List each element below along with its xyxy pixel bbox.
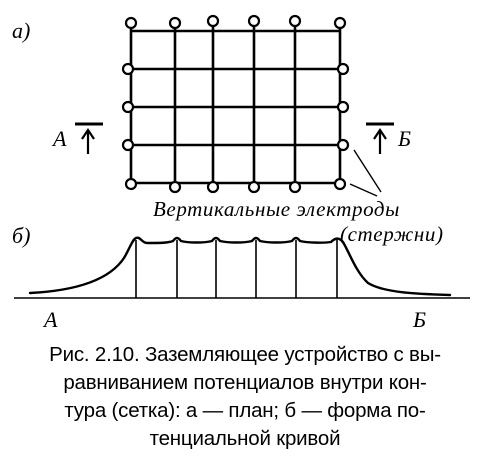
electrode-node: [247, 14, 261, 28]
grid-plan: [121, 14, 350, 194]
potential-curve: [28, 236, 452, 297]
curve-axis-start-label: А: [42, 307, 58, 332]
caption-line: тенциальной кривой: [149, 427, 341, 450]
section-marker-right: Б: [366, 122, 411, 154]
electrode-node: [288, 180, 302, 194]
callout-text-line-1: Вертикальные электроды: [153, 197, 400, 221]
section-marker-right-arrowhead-icon: [373, 128, 387, 140]
electrode-node: [333, 177, 347, 191]
caption-line: равниванием потенциалов внутри кон-: [63, 371, 427, 394]
figure-caption: Рис. 2.10. Заземляющее устройство с вы- …: [14, 341, 476, 453]
electrode-node: [121, 100, 135, 114]
electrode-rods: [135, 240, 338, 298]
section-marker-left-label: А: [51, 126, 67, 151]
panel-a-label: а): [12, 18, 30, 43]
electrode-node: [124, 177, 138, 191]
electrode-node: [206, 180, 220, 194]
callout-leader-line: [353, 149, 382, 193]
electrode-node: [247, 180, 261, 194]
electrode-node: [168, 180, 182, 194]
section-marker-left: А: [51, 122, 103, 154]
electrode-node: [121, 138, 135, 152]
electrode-callout-leaders: [349, 149, 382, 197]
curve-axis-end-label: Б: [412, 307, 426, 332]
callout-text-line-2: (стержни): [340, 222, 444, 246]
electrode-node: [288, 14, 302, 28]
electrode-node: [333, 16, 347, 30]
caption-line: тура (сетка): а — план; б — форма по-: [64, 399, 426, 422]
callout-leader-line: [349, 183, 378, 197]
grid-lines: [129, 24, 342, 186]
section-marker-left-arrowhead-icon: [81, 128, 95, 140]
section-marker-right-label: Б: [397, 126, 411, 151]
electrode-node: [121, 62, 135, 76]
electrode-node: [124, 16, 138, 30]
electrode-nodes: [121, 14, 350, 194]
caption-line: Рис. 2.10. Заземляющее устройство с вы-: [49, 343, 441, 366]
panel-b-label: б): [12, 223, 30, 248]
electrode-node: [336, 62, 350, 76]
electrode-node: [336, 138, 350, 152]
potential-curve-panel: А Б: [14, 236, 470, 332]
electrode-node: [206, 14, 220, 28]
electrode-node: [168, 16, 182, 30]
electrode-node: [336, 100, 350, 114]
